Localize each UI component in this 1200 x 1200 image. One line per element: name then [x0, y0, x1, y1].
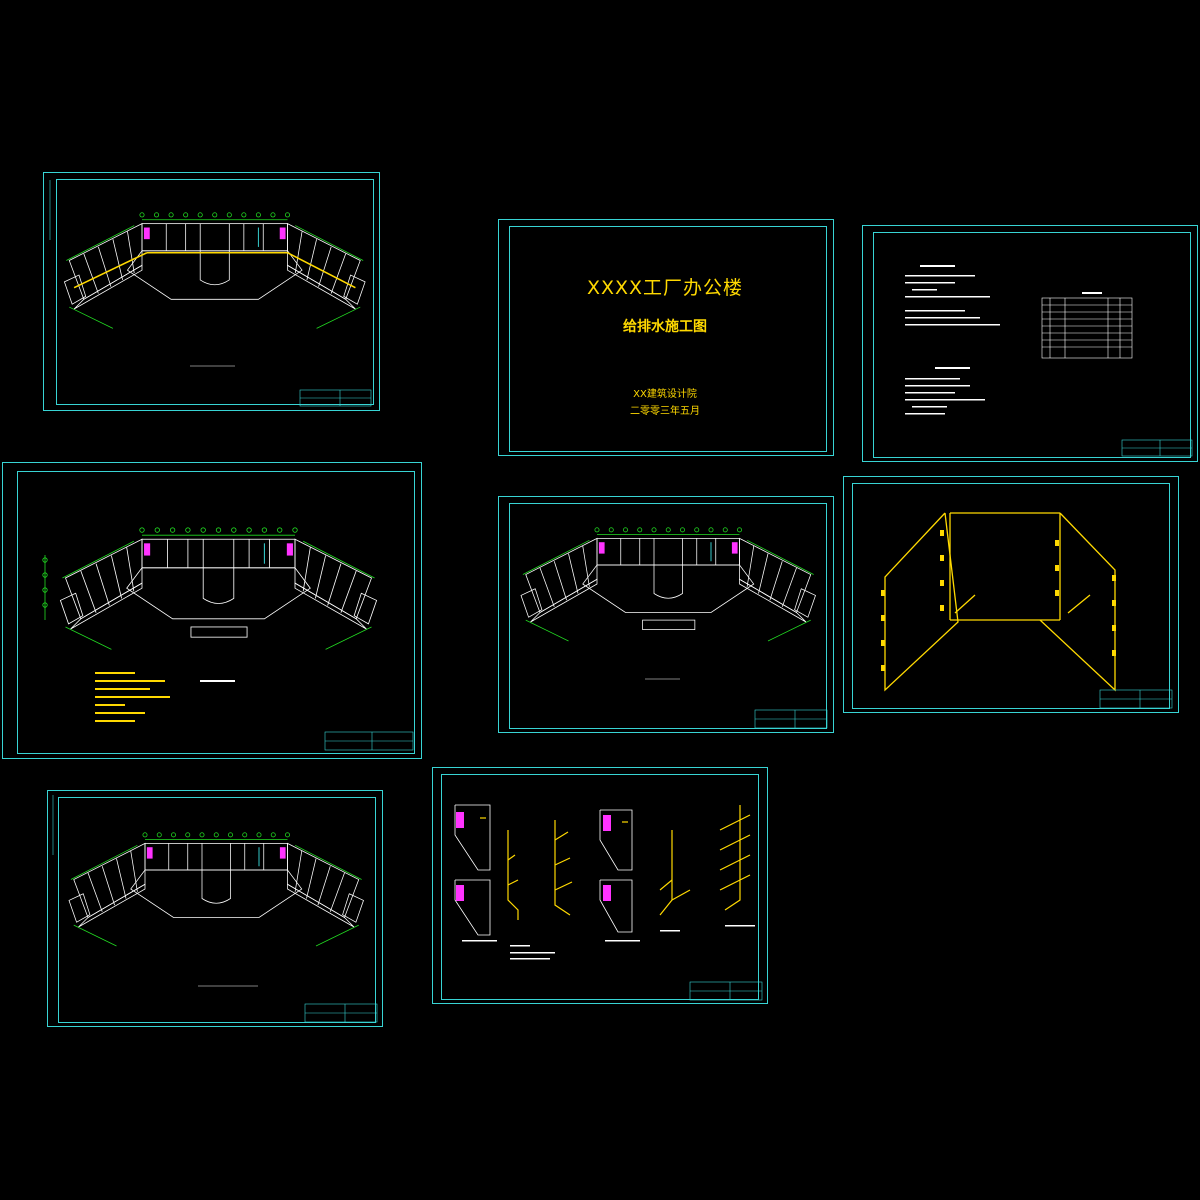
sheet-second-floor-plan[interactable]	[498, 496, 834, 733]
sheet-third-floor-plan[interactable]	[47, 790, 383, 1027]
sheet-detail-drawings[interactable]	[432, 767, 768, 1004]
sheet-cover[interactable]	[498, 219, 834, 456]
sheet-pipe-system[interactable]	[843, 476, 1179, 713]
cover-title: XXXX工厂办公楼	[586, 277, 744, 299]
cover-designer: XX建筑设计院	[633, 389, 697, 400]
sheet-first-floor-plan[interactable]	[2, 462, 422, 759]
cover-subtitle: 给排水施工图	[623, 319, 707, 335]
sheet-roof-plan[interactable]	[43, 172, 380, 411]
sheet-notes[interactable]	[862, 225, 1198, 462]
cover-date: 二零零三年五月	[630, 406, 700, 417]
